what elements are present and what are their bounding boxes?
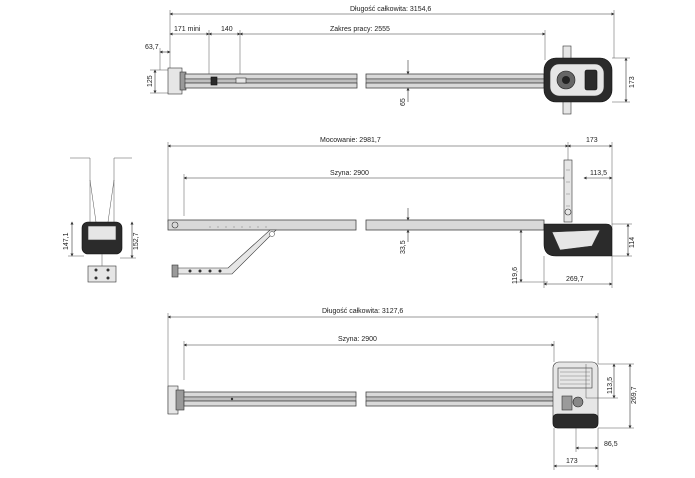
bottom-head-height-label: 269,7: [631, 386, 638, 404]
side-drop-label: 119,6: [512, 267, 519, 284]
bottom-view: Długość całkowita: 3127,6 Szyna: 2900 11…: [167, 308, 638, 470]
side-rail-label: Szyna: 2900: [330, 170, 369, 177]
side-bracket-offset-label: 113,5: [590, 170, 607, 177]
bottom-head-inset-label: 86,5: [604, 441, 618, 448]
side-motor-height-label: 114: [629, 237, 636, 248]
side-view: Mocowanie: 2981,7 173 Szyna: 2900 113,5: [63, 137, 636, 288]
top-left-height-label: 125: [147, 75, 154, 87]
side-end-left-label: 147,1: [63, 232, 70, 250]
side-end-view: 147,1 152,7: [63, 157, 140, 283]
top-min-label: 171 mini: [174, 26, 201, 33]
bottom-overall-length-label: Długość całkowita: 3127,6: [322, 308, 403, 315]
side-rail-depth-label: 33,5: [400, 240, 407, 254]
side-mounting-label: Mocowanie: 2981,7: [320, 137, 381, 144]
side-end-right-label: 152,7: [133, 232, 140, 250]
side-right-width-label: 173: [586, 137, 598, 144]
top-gap-label: 140: [221, 26, 233, 33]
top-left-offset-label: 63,7: [145, 44, 159, 51]
top-view: Długość całkowita: 3154,6 171 mini 140 Z…: [145, 6, 636, 115]
top-travel-label: Zakres pracy: 2555: [330, 26, 390, 33]
bottom-rail-label: Szyna: 2900: [338, 336, 377, 343]
top-overall-length-label: Długość całkowita: 3154,6: [350, 6, 431, 13]
bottom-head-offset-label: 113,5: [607, 377, 614, 394]
top-right-height-label: 173: [629, 76, 636, 88]
top-rail-height-label: 65: [400, 98, 407, 106]
side-motor-length-label: 269,7: [566, 276, 584, 283]
bottom-head-width-label: 173: [566, 458, 578, 465]
